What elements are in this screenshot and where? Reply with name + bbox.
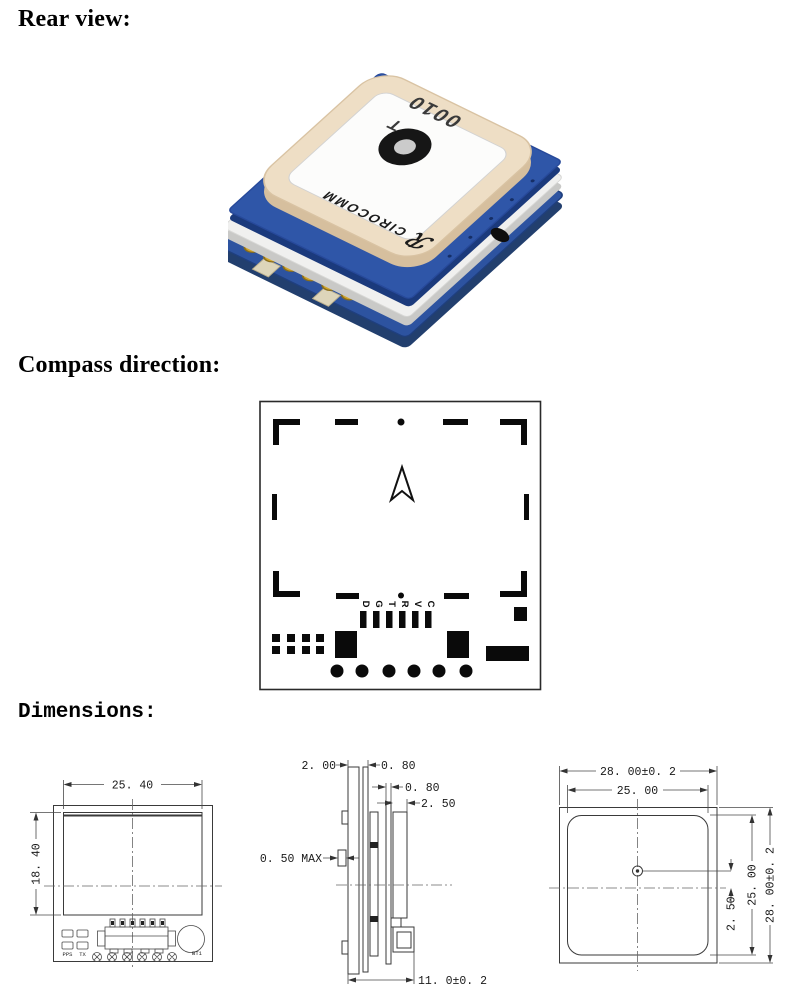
- feed-offset-label: 2. 50: [726, 896, 739, 931]
- antenna-thickness-label: 2. 50: [421, 798, 456, 811]
- total-height-label: 11. 0±0. 2: [418, 975, 487, 988]
- antenna-width-label: 25. 00: [617, 785, 659, 798]
- pin-marks: [111, 921, 164, 925]
- front-view-drawing: 25. 40 18. 40: [30, 780, 222, 969]
- corner-brackets: [273, 419, 527, 597]
- outer-height-dimension: 28. 00±0. 2: [719, 807, 778, 964]
- dimensions-heading: Dimensions:: [18, 701, 157, 724]
- bottom-components: [61, 918, 205, 954]
- outer-width-dimension: 28. 00±0. 2: [559, 766, 718, 805]
- pin-label: R: [399, 601, 410, 608]
- outer-width-label: 28. 00±0. 2: [600, 766, 676, 779]
- side-view-drawing: 2. 00 0. 80 0. 80 2. 50 0. 50 MAX 11. 0±…: [260, 760, 487, 988]
- total-height-dimension: 11. 0±0. 2: [347, 952, 487, 988]
- pin-label: T: [386, 601, 397, 607]
- top-view-drawing: 28. 00±0. 2 25. 00 28. 00±0. 2 25. 00: [549, 766, 778, 971]
- module-photo: 0010 T ℛ CIROCOMM: [228, 73, 563, 348]
- pin-label: C: [425, 601, 436, 608]
- width-dimension: 25. 40: [63, 780, 203, 809]
- pin-label: V: [412, 601, 423, 608]
- antenna-width-dimension: 25. 00: [567, 785, 709, 813]
- pin-label: D: [360, 601, 371, 608]
- pin-pads: D G T R V C: [360, 600, 436, 628]
- edge-component: [490, 227, 510, 243]
- width-label: 25. 40: [112, 780, 154, 793]
- board-outline: [559, 807, 718, 964]
- layer-a-label: 0. 80: [381, 760, 416, 773]
- bottom-pads: [272, 607, 529, 678]
- compass-heading: Compass direction:: [18, 352, 221, 378]
- mounting-screws: [92, 952, 177, 962]
- antenna-height-dimension: 25. 00: [710, 814, 760, 956]
- pin-label: G: [373, 600, 384, 607]
- edge-marks: [272, 418, 529, 599]
- layer-bands: [370, 842, 378, 922]
- rear-view-heading: Rear view:: [18, 6, 131, 32]
- board-thickness-label: 2. 00: [301, 760, 336, 773]
- height-label: 18. 40: [31, 843, 44, 885]
- compass-diagram: D G T R V C: [259, 400, 542, 691]
- thickness-dimensions: 2. 00 0. 80 0. 80 2. 50: [301, 760, 456, 812]
- board-outline: [53, 805, 213, 962]
- pps-label: PPS: [63, 951, 74, 958]
- connector-tab: [311, 287, 342, 307]
- antenna-height-label: 25. 00: [747, 864, 760, 906]
- protrusion-dimension: 0. 50 MAX: [260, 853, 359, 866]
- height-dimension: 18. 40: [30, 812, 61, 916]
- layer-b-label: 0. 80: [405, 782, 440, 795]
- north-arrow-icon: [388, 463, 416, 503]
- max-protrusion-label: 0. 50 MAX: [260, 853, 322, 866]
- layer-stack: [337, 766, 415, 975]
- feed-offset-dimension: 2. 50: [726, 859, 739, 931]
- feed-point: [632, 865, 643, 877]
- outer-height-label: 28. 00±0. 2: [765, 847, 778, 923]
- bt1-label: BT1: [192, 950, 203, 957]
- tx-label: TX: [79, 951, 86, 958]
- battery-outline: [177, 925, 205, 953]
